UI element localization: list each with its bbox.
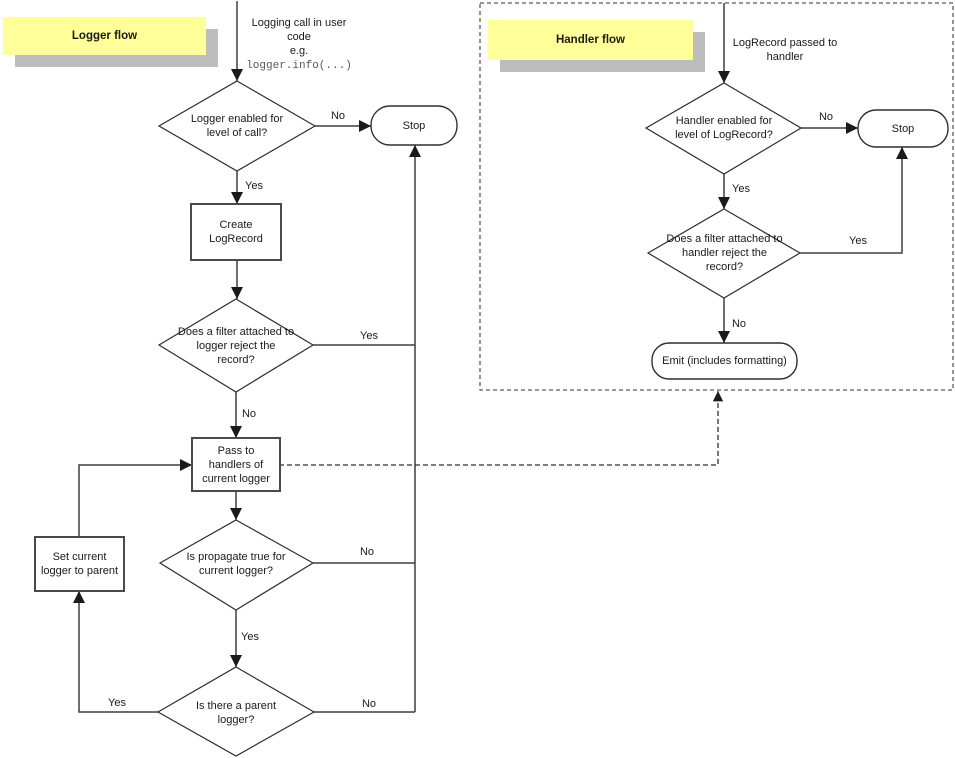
diamond-logger-filter bbox=[157, 298, 315, 393]
edge-label-hfilter-yes: Yes bbox=[849, 235, 867, 247]
diamond-parent-logger-label: Is there a parent logger? bbox=[186, 691, 286, 735]
terminator-logger-stop-label: Stop bbox=[402, 119, 426, 132]
handler-flow-boundary bbox=[479, 2, 954, 391]
diamond-logger-filter-text: Does a filter attached to logger reject … bbox=[177, 326, 295, 366]
logger-flow-title: Logger flow bbox=[71, 30, 138, 42]
diamond-propagate-text: Is propagate true for current logger? bbox=[186, 550, 286, 577]
diamond-parent-logger-text: Is there a parent logger? bbox=[195, 700, 277, 726]
handler-flow-title: Handler flow bbox=[555, 34, 625, 46]
diamond-logger-enabled-label: Logger enabled for level of call? bbox=[175, 103, 299, 149]
logger-flow-note: Logger flow bbox=[3, 17, 206, 55]
diamond-parent-logger bbox=[156, 666, 316, 757]
edge-label-parent-yes: Yes bbox=[108, 697, 126, 709]
edge-label-henabled-yes: Yes bbox=[732, 183, 750, 195]
terminator-emit-label: Emit (includes formatting) bbox=[662, 355, 787, 367]
diamond-handler-enabled bbox=[644, 82, 803, 175]
process-create-logrecord-text: Create LogRecord bbox=[209, 219, 263, 245]
edge-label-parent-no: No bbox=[361, 698, 377, 710]
process-pass-to-handlers-label: Pass to handlers of current logger bbox=[192, 438, 280, 491]
diamond-propagate bbox=[158, 519, 315, 611]
diamond-handler-enabled-label: Handler enabled for level of LogRecord? bbox=[662, 105, 786, 151]
diamond-logger-enabled-text: Logger enabled for level of call? bbox=[190, 113, 284, 139]
process-set-current-logger-label: Set current logger to parent bbox=[35, 537, 124, 591]
edge-label-filter-yes: Yes bbox=[360, 330, 378, 342]
logger-start-caption-eg: e.g. bbox=[289, 45, 309, 57]
process-create-logrecord-label: Create LogRecord bbox=[191, 204, 281, 260]
diamond-propagate-label: Is propagate true for current logger? bbox=[174, 541, 298, 586]
logger-start-caption-text: Logging call in user code bbox=[251, 17, 347, 43]
edge-pass-to-handler-flow-dashed bbox=[279, 391, 724, 466]
edge-label-propagate-yes: Yes bbox=[241, 631, 259, 643]
terminator-handler-stop-label: Stop bbox=[891, 122, 915, 135]
edge-label-hfilter-no: No bbox=[731, 318, 747, 330]
process-pass-to-handlers bbox=[191, 437, 281, 492]
terminator-logger-stop bbox=[370, 105, 458, 146]
process-set-current-logger-text: Set current logger to parent bbox=[40, 551, 119, 577]
terminator-emit bbox=[651, 342, 798, 380]
edge-label-enabled-yes: Yes bbox=[245, 180, 263, 192]
diamond-logger-enabled bbox=[157, 80, 317, 172]
diamond-handler-filter-label: Does a filter attached to handler reject… bbox=[661, 229, 788, 277]
process-pass-to-handlers-text: Pass to handlers of current logger bbox=[202, 444, 270, 485]
handler-start-caption-text: LogRecord passed to handler bbox=[732, 37, 838, 63]
diamond-handler-enabled-text: Handler enabled for level of LogRecord? bbox=[675, 115, 773, 141]
logger-start-caption-code: logger.info(...) bbox=[246, 60, 352, 72]
edge-label-propagate-no: No bbox=[359, 546, 375, 558]
diamond-handler-filter-text: Does a filter attached to handler reject… bbox=[666, 233, 783, 273]
edge-label-henabled-no: No bbox=[818, 111, 834, 123]
diamond-handler-filter bbox=[646, 208, 802, 299]
edge-parent-yes-to-set bbox=[73, 591, 158, 713]
edge-label-filter-no: No bbox=[241, 408, 257, 420]
edge-label-enabled-no: No bbox=[330, 110, 346, 122]
process-set-current-logger bbox=[34, 536, 125, 592]
terminator-handler-stop bbox=[857, 109, 949, 148]
handler-start-caption: LogRecord passed to handler bbox=[726, 36, 844, 64]
handler-flow-note: Handler flow bbox=[488, 20, 693, 60]
edge-set-to-pass bbox=[78, 459, 192, 537]
logger-start-caption: Logging call in user code e.g. logger.in… bbox=[239, 16, 359, 73]
diamond-logger-filter-label: Does a filter attached to logger reject … bbox=[174, 320, 298, 372]
edge-hfilter-yes-to-stop bbox=[800, 147, 908, 254]
process-create-logrecord bbox=[190, 203, 282, 261]
